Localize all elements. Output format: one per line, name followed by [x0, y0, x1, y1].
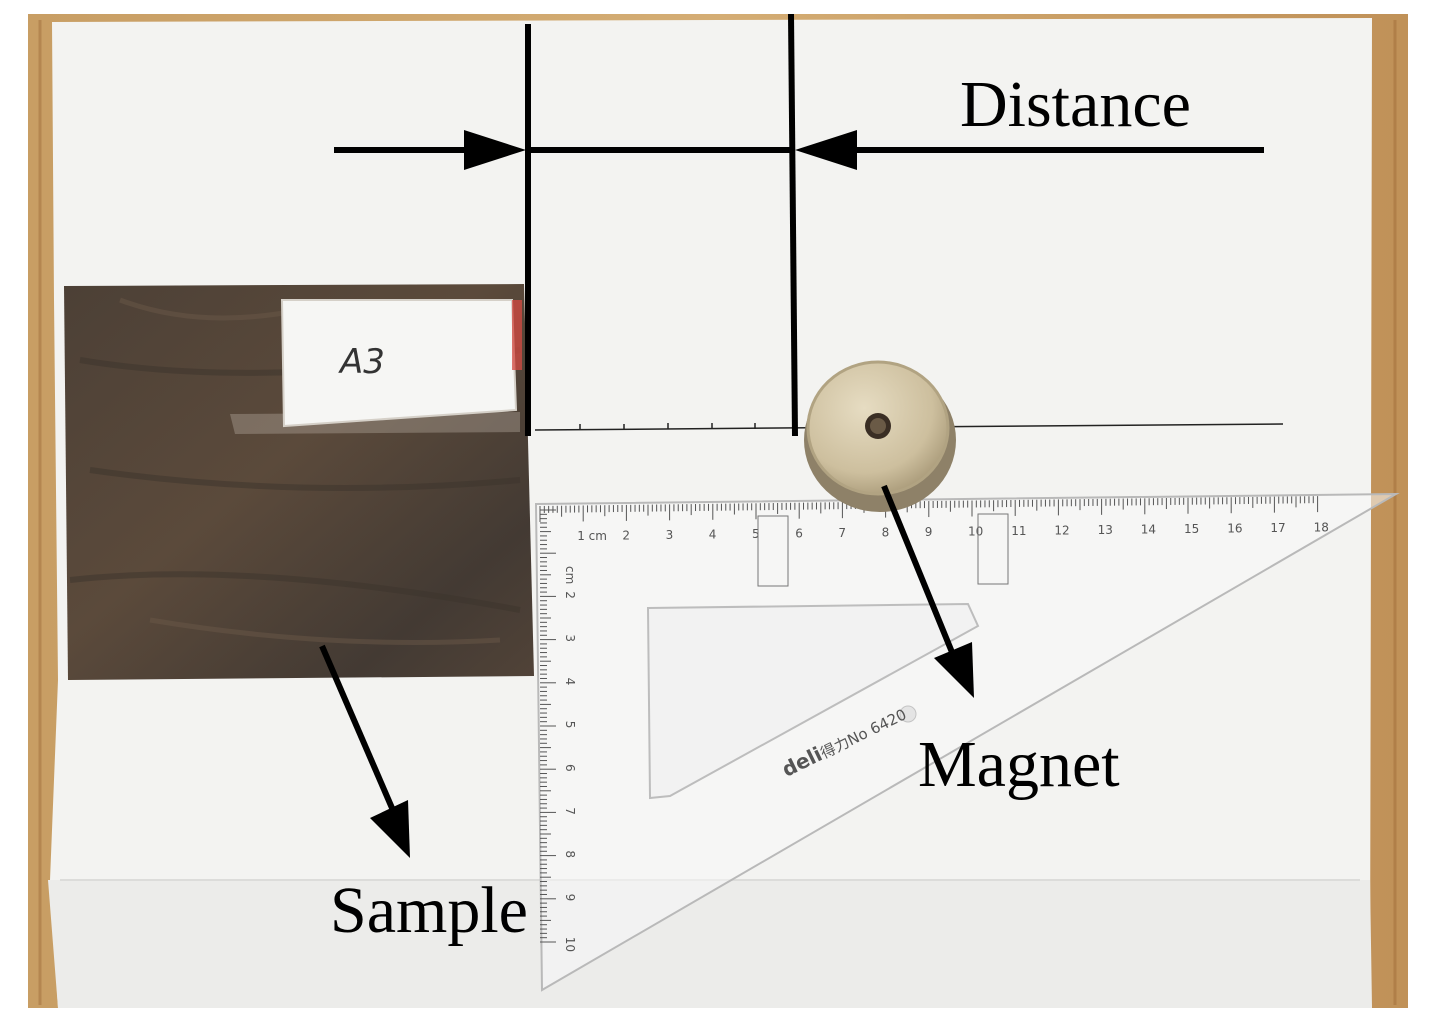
- ruler-number-top: 13: [1098, 523, 1113, 537]
- distance-label: Distance: [960, 68, 1191, 141]
- sample-pointer-shaft: [319, 644, 395, 810]
- ruler-number-side: 4: [563, 678, 577, 686]
- set-square-ruler: 1 cm 2 3 4 5 6 7 8 9 10 11 12 13 14 15 16 17 18 cm 2 3 4 5 6 7 8…: [534, 492, 1400, 992]
- ruler-number-top: 12: [1054, 524, 1069, 538]
- annotation-lines: [319, 13, 1264, 810]
- ruler-number-top: 11: [1011, 524, 1026, 538]
- ring-magnet: [804, 360, 956, 512]
- ruler-number-top: 4: [709, 528, 717, 542]
- magnet-pointer-shaft: [881, 484, 959, 664]
- ruler-number-top: 14: [1141, 523, 1156, 537]
- ruler-number-side: 3: [563, 634, 577, 642]
- magnet-label: Magnet: [918, 728, 1120, 801]
- ruler-number-top: 15: [1184, 522, 1199, 536]
- annotation-arrowheads: [370, 130, 974, 858]
- ruler-number-top: 17: [1270, 521, 1285, 535]
- ruler-number-top: 10: [968, 525, 983, 539]
- ruler-number-side: 2: [563, 591, 577, 599]
- distance-arrowhead-left: [464, 130, 526, 170]
- ruler-number-side: cm: [563, 566, 577, 584]
- ruler-number-side: 8: [563, 850, 577, 858]
- ruler-number-top: 8: [882, 526, 890, 540]
- ruler-number-top: 7: [838, 526, 846, 540]
- plate-tag-text: A3: [340, 342, 385, 382]
- ruler-number-top: 1 cm: [577, 529, 607, 543]
- distance-right-boundary: [788, 13, 798, 437]
- ruler-number-top: 9: [925, 525, 933, 539]
- ruler-number-top: 3: [666, 528, 674, 542]
- sample-arrowhead: [370, 800, 410, 858]
- ruler-number-top: 16: [1227, 522, 1242, 536]
- distance-arrowhead-right: [795, 130, 857, 170]
- ruler-number-side: 9: [563, 894, 577, 902]
- ruler-number-side: 10: [563, 937, 577, 952]
- ruler-number-top: 18: [1314, 521, 1329, 535]
- ruler-number-side: 6: [563, 764, 577, 772]
- ruler-number-side: 7: [563, 807, 577, 815]
- ruler-number-top: 6: [795, 527, 803, 541]
- magnet-arrowhead: [934, 642, 974, 698]
- ruler-number-top: 5: [752, 527, 760, 541]
- sample-label: Sample: [330, 874, 528, 947]
- ruler-number-side: 5: [563, 721, 577, 729]
- label-tape: [280, 299, 522, 428]
- ruler-number-top: 2: [622, 529, 630, 543]
